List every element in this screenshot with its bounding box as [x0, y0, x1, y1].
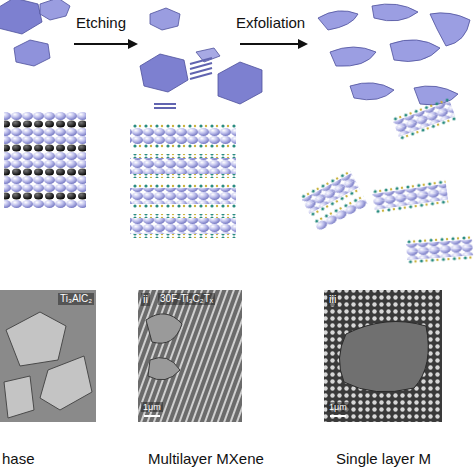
step-label: Exfoliation: [236, 14, 305, 31]
stage-caption: Single layer M: [336, 450, 431, 467]
panel-number: iii: [327, 293, 338, 306]
stage-caption: hase: [2, 450, 35, 467]
panel-number: ii: [141, 293, 150, 306]
step-label: Etching: [76, 14, 126, 31]
stage-caption: Multilayer MXene: [148, 450, 264, 467]
scale-label: 1μm: [327, 402, 349, 412]
scale-label: 1μm: [141, 402, 163, 412]
sample-label: 30F-Ti₃C₂Tₓ: [158, 293, 215, 305]
sample-label: Ti₃AlC₂: [58, 293, 94, 305]
